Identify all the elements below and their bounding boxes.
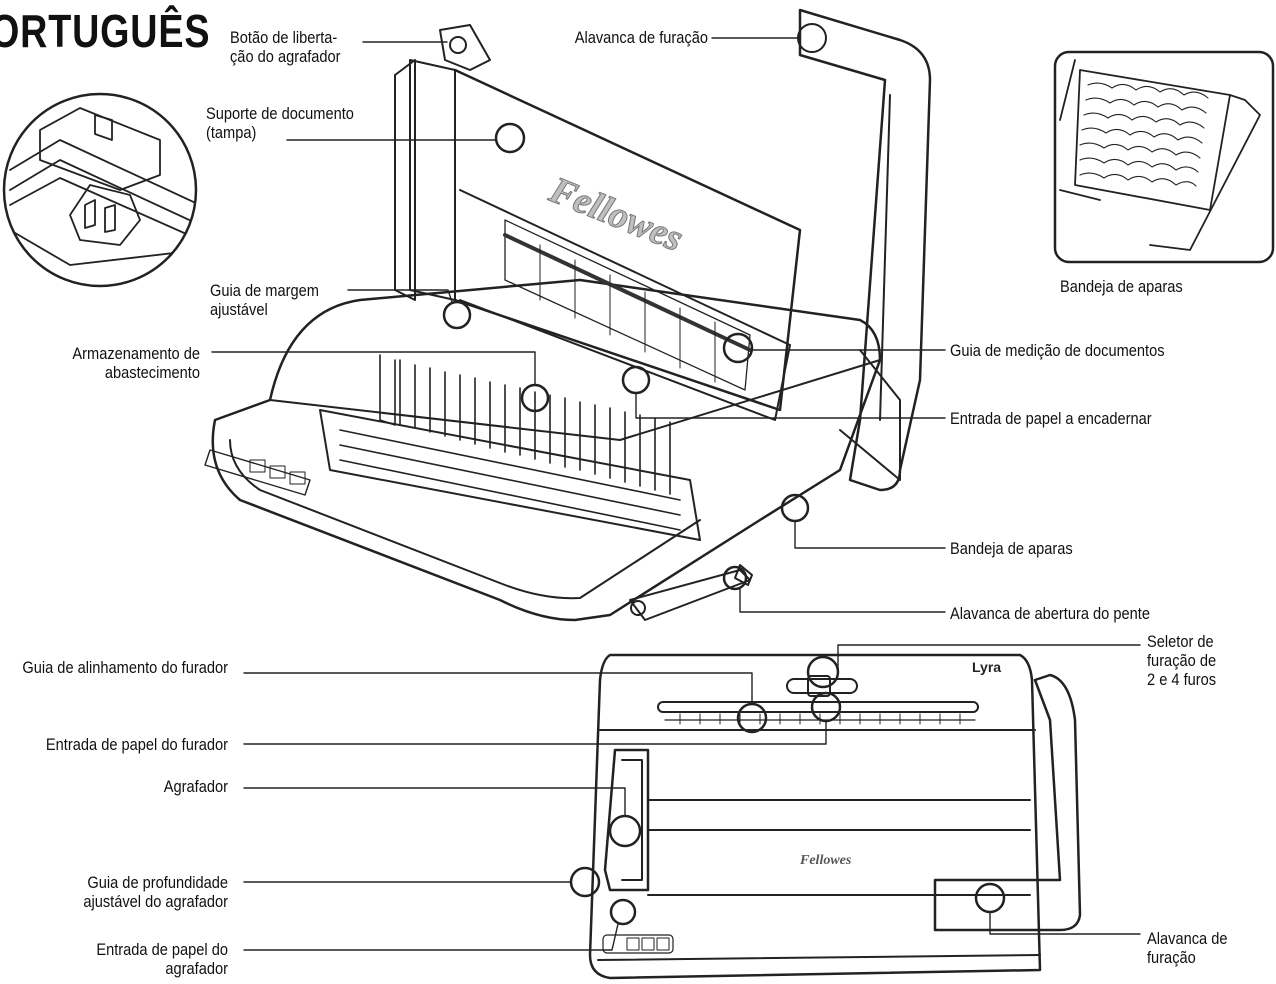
label-stapler: Agrafador (163, 777, 228, 796)
label-margin-guide: Guia de margem ajustável (210, 281, 319, 319)
label-supply-storage: Armazenamento de abastecimento (72, 344, 200, 382)
label-document-support: Suporte de documento (tampa) (206, 104, 354, 142)
label-punch-align-guide: Guia de alinhamento do furador (22, 658, 229, 677)
label-waste-tray: Bandeja de aparas (950, 539, 1073, 558)
label-comb-lever: Alavanca de abertura do pente (950, 604, 1150, 623)
label-inset-waste-tray: Bandeja de aparas (1060, 277, 1183, 296)
leader-lines (211, 37, 1141, 951)
stapler-detail-inset (2, 92, 198, 288)
label-stapler-release: Botão de liberta- ção do agrafador (230, 28, 341, 66)
machine-closed-view (588, 653, 1082, 980)
brand-logo-small: Fellowes (800, 853, 852, 868)
machine-open-view (204, 8, 932, 622)
label-binding-entry: Entrada de papel a encadernar (950, 409, 1152, 428)
waste-tray-inset (1053, 50, 1275, 264)
model-badge: Lyra (972, 659, 1002, 675)
label-punch-entry: Entrada de papel do furador (45, 735, 228, 754)
label-hole-selector: Seletor de furação de 2 e 4 furos (1147, 632, 1217, 689)
callout-markers-lower (569, 655, 1006, 926)
label-stapler-depth-guide: Guia de profundidade ajustável do agrafa… (83, 873, 228, 911)
label-punch-lever-top: Alavanca de furação (574, 28, 708, 47)
label-punch-lever-bottom: Alavanca de furação (1147, 929, 1228, 967)
language-heading: ORTUGUÊS (0, 5, 211, 57)
label-doc-measure-guide: Guia de medição de documentos (950, 341, 1165, 360)
label-stapler-entry: Entrada de papel do agrafador (96, 940, 228, 978)
